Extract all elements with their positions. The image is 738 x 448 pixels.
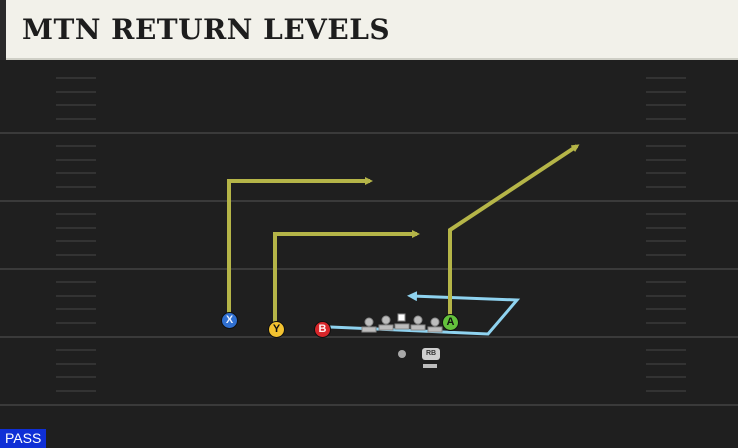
y-route xyxy=(273,230,420,325)
player-y-label: Y xyxy=(272,323,281,335)
player-y-icon[interactable]: Y xyxy=(268,321,285,338)
qb-marker xyxy=(398,350,406,358)
header-bar: MTN RETURN LEVELS xyxy=(0,0,738,60)
player-a-label: A xyxy=(446,316,455,328)
header-accent xyxy=(0,0,6,60)
player-x-label: X xyxy=(225,314,234,326)
rb-base xyxy=(423,364,437,368)
lineman-icon xyxy=(427,317,443,333)
play-type-badge: PASS xyxy=(0,429,47,448)
x-route xyxy=(227,177,373,315)
b-route xyxy=(329,291,521,336)
lineman-icon xyxy=(361,317,377,333)
player-b-icon[interactable]: B xyxy=(314,321,331,338)
play-field: X Y B A RB xyxy=(0,60,738,448)
field-diagram xyxy=(0,77,738,406)
player-a-icon[interactable]: A xyxy=(442,314,459,331)
play-title: MTN RETURN LEVELS xyxy=(22,13,391,46)
lineman-icon xyxy=(410,315,426,331)
rb-label: RB xyxy=(425,350,437,357)
yard-lines xyxy=(0,132,738,406)
hash-marks-left xyxy=(56,77,96,392)
player-b-label: B xyxy=(318,323,327,335)
center-icon xyxy=(394,313,410,330)
rb-icon[interactable]: RB xyxy=(422,348,440,360)
a-route xyxy=(448,144,580,318)
player-x-icon[interactable]: X xyxy=(221,312,238,329)
lineman-icon xyxy=(378,315,394,331)
hash-marks-right xyxy=(646,77,686,392)
offensive-line xyxy=(361,313,443,333)
